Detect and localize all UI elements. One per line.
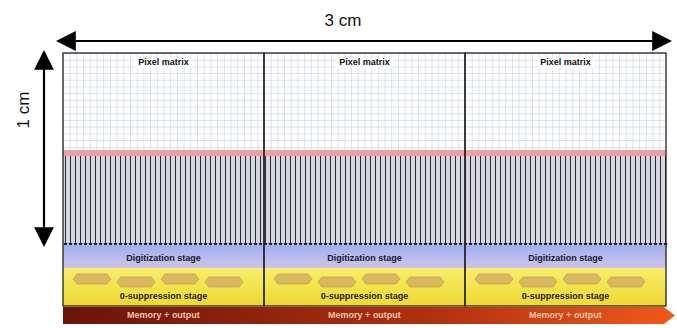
memory-output: Memory + output	[264, 307, 465, 324]
pixel-matrix: Pixel matrix	[264, 53, 465, 150]
digitization-band	[63, 245, 666, 268]
pixel-matrix: Pixel matrix	[63, 53, 264, 150]
suppression-stage: 0-suppression stage	[264, 268, 465, 306]
suppression-blocks	[73, 274, 645, 287]
stage-label: Digitization stage	[126, 254, 201, 264]
column-lines	[63, 156, 666, 245]
suppression-band	[63, 268, 666, 306]
stage-label: 0-suppression stage	[120, 292, 208, 302]
stage-label: Pixel matrix	[336, 58, 393, 68]
stage-label: 0-suppression stage	[321, 292, 409, 302]
digitization-stage: Digitization stage	[465, 245, 666, 268]
stage-label: Pixel matrix	[135, 58, 192, 68]
suppression-stage: 0-suppression stage	[63, 268, 264, 306]
stage-label: 0-suppression stage	[522, 292, 610, 302]
row-band	[63, 150, 666, 156]
stage-label: Memory + output	[328, 311, 401, 321]
width-dimension	[58, 40, 670, 42]
pixel-grid	[63, 53, 666, 150]
memory-band	[63, 307, 675, 324]
stage-label: Digitization stage	[327, 254, 402, 264]
stage-label: Pixel matrix	[537, 58, 594, 68]
pixel-matrix: Pixel matrix	[465, 53, 666, 150]
width-label: 3 cm	[322, 11, 365, 31]
height-label: 1 cm	[14, 92, 34, 129]
suppression-stage: 0-suppression stage	[465, 268, 666, 306]
stage-label: Digitization stage	[528, 254, 603, 264]
memory-output: Memory + output	[63, 307, 264, 324]
panel-outlines	[63, 53, 666, 306]
memory-output: Memory + output	[465, 307, 666, 324]
stage-label: Memory + output	[529, 311, 602, 321]
digitization-stage: Digitization stage	[264, 245, 465, 268]
digitization-stage: Digitization stage	[63, 245, 264, 268]
height-dimension	[43, 52, 45, 245]
stage-label: Memory + output	[127, 311, 200, 321]
